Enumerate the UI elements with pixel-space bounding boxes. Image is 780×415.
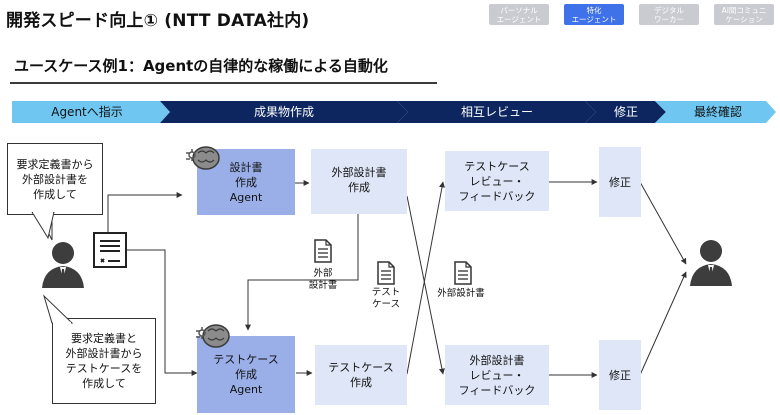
file-icon <box>454 261 472 285</box>
category-label: 特化 エージェント <box>571 5 617 24</box>
usecase-subtitle: ユースケース例1：Agentの自律的な稼働による自動化 <box>14 57 388 75</box>
brain-gear-icon <box>196 324 230 348</box>
arrow-to-test-agent <box>127 249 198 376</box>
phase-label-review: 相互レビュー <box>460 105 533 119</box>
bubble-top-pointer <box>31 212 55 240</box>
category-ai-communication[interactable]: AI間コミュニ ケーション <box>714 4 774 25</box>
phase-label-fix: 修正 <box>613 105 638 119</box>
design-review-label: 外部設計書 レビュー・ フィードバック <box>458 353 536 397</box>
test-output-box: テストケース 作成 <box>315 345 407 405</box>
instruction-bubble-bottom: 要求定義書と 外部設計書から テストケースを 作成して <box>52 318 156 404</box>
test-agent-label: テストケース 作成 Agent <box>213 353 279 396</box>
doc-label-text: テスト ケース <box>371 287 401 310</box>
test-agent-box: テストケース 作成 Agent <box>197 336 295 413</box>
design-output-box: 外部設計書 作成 <box>311 149 407 214</box>
category-specialized-agent[interactable]: 特化 エージェント <box>564 4 624 25</box>
brain-gear-icon <box>186 146 220 170</box>
category-digital-worker[interactable]: デジタル ワーカー <box>639 4 699 25</box>
arrow-cross-test <box>406 181 445 375</box>
file-icon <box>377 261 395 285</box>
document-icon <box>93 232 127 268</box>
test-review-label: テストケース レビュー・ フィードバック <box>458 159 536 203</box>
phase-label-final: 最終確認 <box>693 105 742 119</box>
bubble-bottom-pointer <box>42 294 74 324</box>
fix-box-top: 修正 <box>599 147 641 217</box>
test-review-box: テストケース レビュー・ フィードバック <box>445 151 549 211</box>
phase-arrow-band <box>12 101 776 123</box>
person-icon <box>42 242 84 288</box>
fix-label: 修正 <box>609 175 631 189</box>
phase-arrow-review <box>397 101 596 123</box>
subtitle-underline <box>10 82 437 84</box>
fix-label: 修正 <box>609 368 631 382</box>
arrow-to-design-agent <box>107 192 183 232</box>
arrow-design-to-test-agent <box>245 214 359 331</box>
test-output-label: テストケース 作成 <box>328 361 394 389</box>
doc-label-text: 外部 設計書 <box>308 268 338 291</box>
arrow-fix-top-final <box>639 181 687 265</box>
design-review-box: 外部設計書 レビュー・ フィードバック <box>445 345 549 405</box>
fix-box-bottom: 修正 <box>599 340 641 410</box>
bubble-text: 要求定義書から 外部設計書を 作成して <box>16 157 94 201</box>
category-label: パーソナル エージェント <box>496 5 542 24</box>
phase-arrow-create <box>160 101 408 123</box>
arrow-cross-design <box>406 195 445 375</box>
phase-arrow-fix <box>585 101 666 123</box>
category-label: デジタル ワーカー <box>654 5 684 24</box>
phase-label-instruct: Agentへ指示 <box>51 105 123 119</box>
page-title: 開発スピード向上① (NTT DATA社内) <box>6 11 310 31</box>
instruction-bubble-top: 要求定義書から 外部設計書を 作成して <box>7 143 103 215</box>
test-doc-label: テスト ケース <box>362 287 410 311</box>
design-agent-label: 設計書 作成 Agent <box>229 160 263 204</box>
phase-arrow-final <box>655 101 776 123</box>
design-doc-label: 外部 設計書 <box>300 268 346 292</box>
phase-label-create: 成果物作成 <box>253 105 314 119</box>
person-icon <box>690 240 732 286</box>
arrow-fix-bottom-final <box>639 271 687 376</box>
file-icon <box>314 239 332 263</box>
category-personal-agent[interactable]: パーソナル エージェント <box>489 4 549 25</box>
bubble-text: 要求定義書と 外部設計書から テストケースを 作成して <box>65 332 143 390</box>
design-cross-doc-label: 外部設計書 <box>437 288 485 299</box>
design-output-label: 外部設計書 作成 <box>331 166 387 194</box>
phase-arrow-instruct <box>12 101 170 123</box>
category-label: AI間コミュニ ケーション <box>721 5 767 24</box>
